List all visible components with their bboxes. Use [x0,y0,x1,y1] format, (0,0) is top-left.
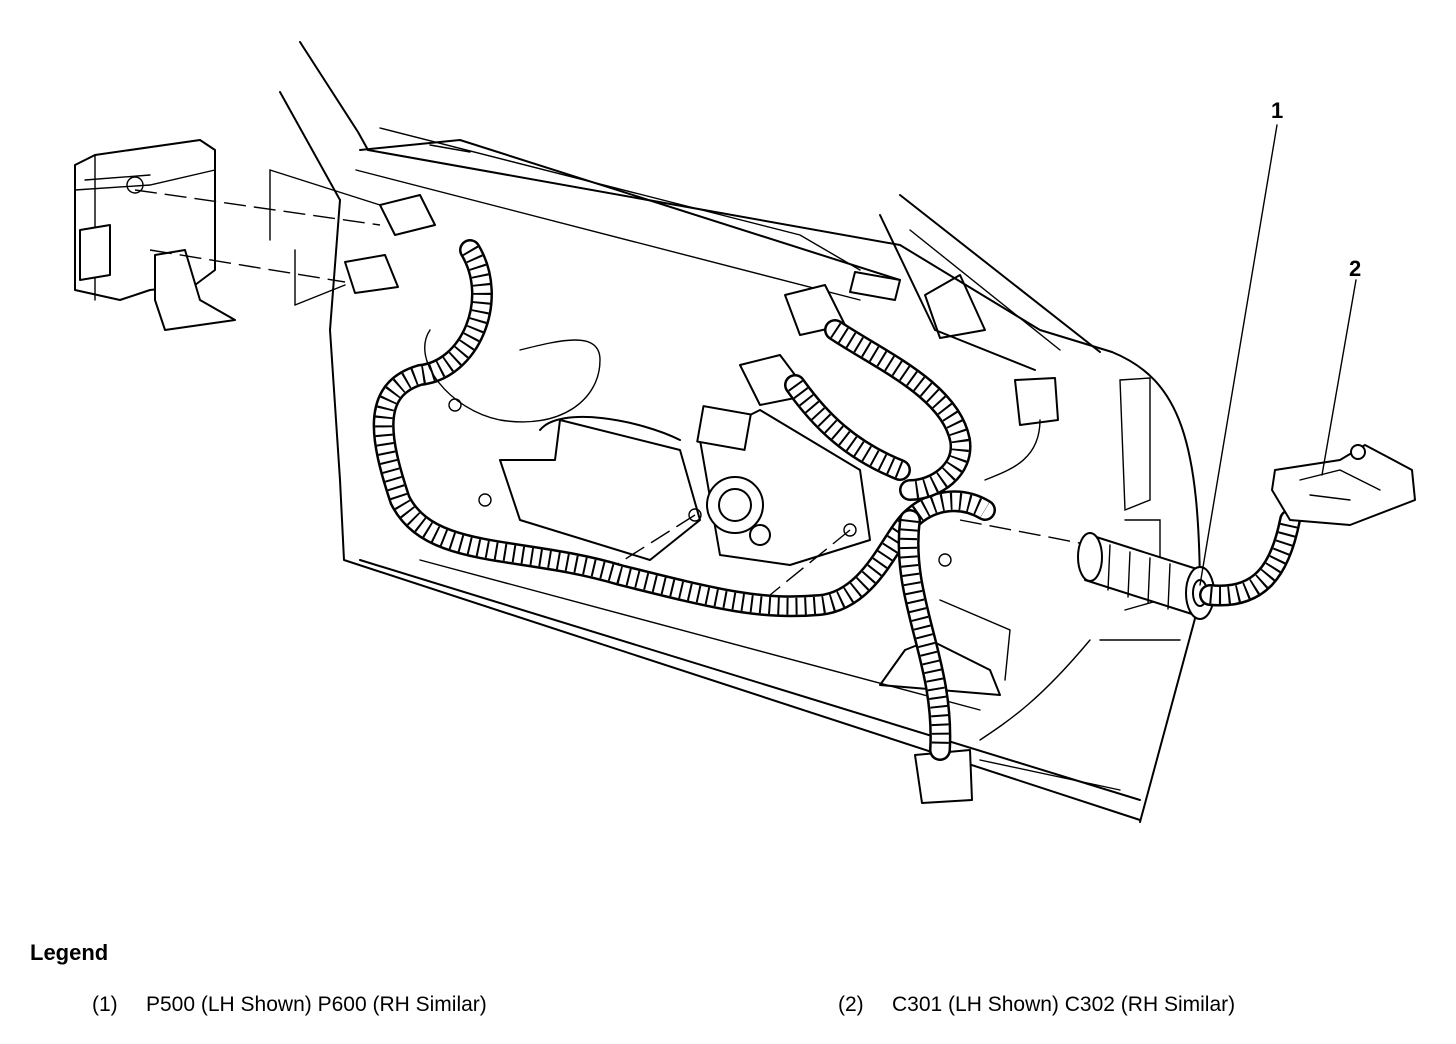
callout-leaders [1199,124,1357,586]
door-wiring-diagram: 1 2 [74,41,1416,823]
door-wiring-harness [372,239,1091,761]
legend-item-number: (1) [92,993,118,1016]
legend-item-number: (2) [838,993,864,1016]
door-frame [279,41,1201,823]
harness-grommet [1077,532,1215,620]
p500-connector [74,139,381,331]
door-connectors [344,194,1059,804]
callout-label: 1 [1271,98,1283,123]
legend-item: (1) P500 (LH Shown) P600 (RH Similar) [92,993,487,1017]
legend-title: Legend [30,940,109,965]
legend-item-text: C301 (LH Shown) C302 (RH Similar) [892,993,1236,1016]
harness-to-c301 [1199,444,1416,607]
legend-item: (2) C301 (LH Shown) C302 (RH Similar) [838,993,1235,1017]
window-regulator [448,398,1011,696]
callout-label: 2 [1349,256,1361,281]
legend-item-text: P500 (LH Shown) P600 (RH Similar) [146,993,487,1016]
